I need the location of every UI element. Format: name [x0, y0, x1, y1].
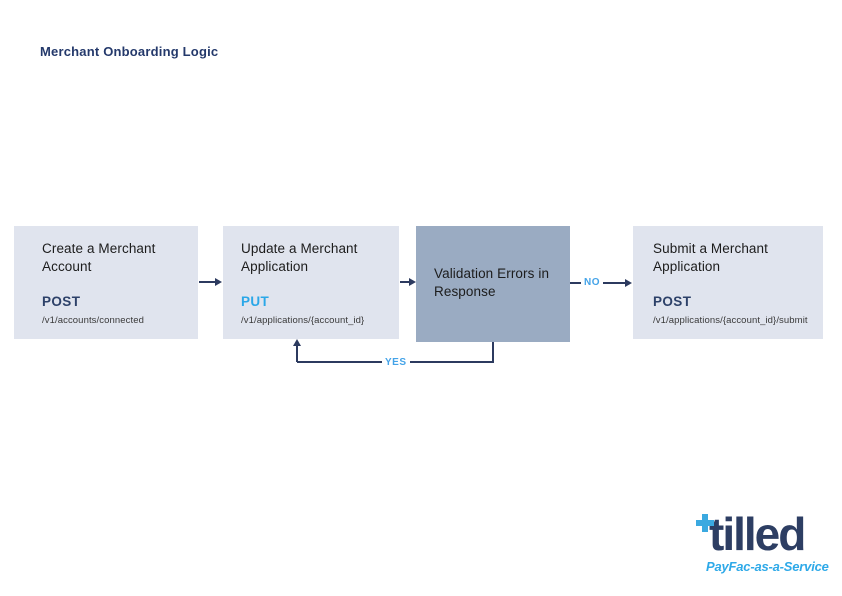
logo-mark: tilled	[696, 508, 828, 560]
page-title: Merchant Onboarding Logic	[40, 44, 219, 59]
flow-node-update-merchant-application: Update a Merchant Application PUT /v1/ap…	[223, 226, 399, 339]
http-method-badge: POST	[653, 294, 692, 309]
connector-line	[400, 281, 410, 283]
http-method-badge: PUT	[241, 294, 270, 309]
endpoint-path: /v1/applications/{account_id}	[241, 315, 365, 326]
arrow-up-icon	[293, 339, 301, 346]
arrow-right-icon	[409, 278, 416, 286]
arrow-right-icon	[215, 278, 222, 286]
node-title: Update a Merchant Application	[241, 241, 358, 274]
arrow-right-icon	[625, 279, 632, 287]
edge-label-no: NO	[581, 277, 603, 289]
logo-wordmark: tilled	[709, 508, 806, 560]
endpoint-path: /v1/accounts/connected	[42, 315, 145, 326]
connector-line	[296, 345, 298, 362]
flow-node-create-merchant-account: Create a Merchant Account POST /v1/accou…	[14, 226, 198, 339]
endpoint-path: /v1/applications/{account_id}/submit	[653, 315, 808, 326]
node-title: Submit a Merchant Application	[653, 241, 768, 274]
node-title: Validation Errors in Response	[434, 266, 550, 299]
connector-line	[199, 281, 216, 283]
connector-line	[492, 342, 494, 362]
flow-node-submit-merchant-application: Submit a Merchant Application POST /v1/a…	[633, 226, 823, 339]
logo-tagline: PayFac-as-a-Service	[706, 559, 829, 574]
http-method-badge: POST	[42, 294, 81, 309]
edge-label-yes: YES	[382, 357, 410, 369]
node-title: Create a Merchant Account	[42, 241, 156, 274]
tilled-logo: tilled PayFac-as-a-Service	[696, 508, 829, 574]
flow-node-validation-errors: Validation Errors in Response	[416, 226, 570, 342]
plus-icon	[696, 514, 714, 532]
